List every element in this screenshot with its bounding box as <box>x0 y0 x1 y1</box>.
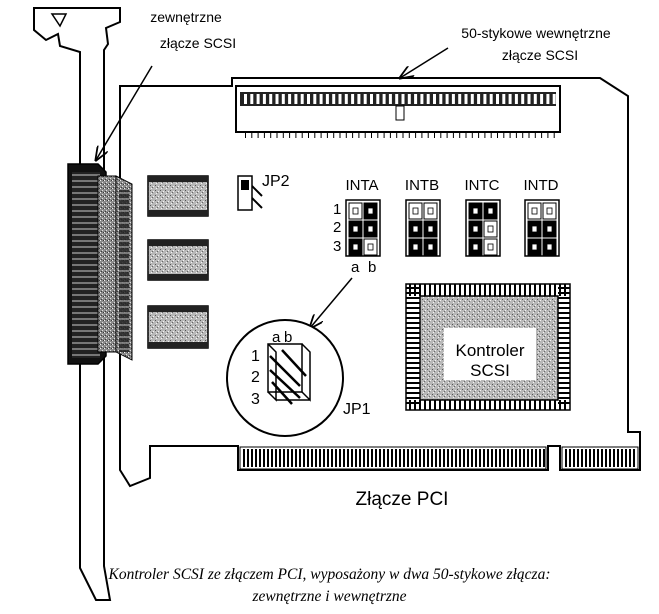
jp1-label: JP1 <box>343 401 371 418</box>
jp1-row-number: 3 <box>251 391 260 408</box>
int-header-label: INTB <box>405 177 439 194</box>
internal-scsi-connector <box>235 85 561 138</box>
int-header-intc: INTC <box>465 177 501 257</box>
jp2-jumper <box>237 175 263 211</box>
memory-chip <box>147 175 209 217</box>
int-header-label: INTA <box>345 177 378 194</box>
jp1-row-number: 1 <box>251 348 260 365</box>
memory-chip <box>147 239 209 281</box>
internal-connector-label: złącze SCSI <box>502 47 578 63</box>
controller-label: Kontroler <box>456 341 525 360</box>
scsi-controller-chip <box>405 283 571 411</box>
jp2-label: JP2 <box>262 173 290 190</box>
row-number: 3 <box>333 238 341 255</box>
row-number: 1 <box>333 201 341 218</box>
pci-edge-connector <box>239 446 639 470</box>
column-letter: b <box>368 259 376 276</box>
jp1-row-number: 2 <box>251 369 260 386</box>
internal-connector-arrow <box>400 47 449 78</box>
external-scsi-connector <box>67 163 133 365</box>
jp1-zoom-circle <box>226 319 344 437</box>
row-number: 2 <box>333 219 341 236</box>
figure-caption-line: Kontroler SCSI ze złączem PCI, wyposażon… <box>108 566 551 583</box>
pci-connector-label: Złącze PCI <box>356 489 449 510</box>
int-header-label: INTD <box>524 177 559 194</box>
external-connector-label: złącze SCSI <box>160 35 236 51</box>
jp1-pointer-arrow <box>310 277 353 328</box>
figure-caption-line: zewnętrzne i wewnętrzne <box>252 588 407 605</box>
jp1-column-letter: a <box>272 329 281 346</box>
int-header-intd: INTD <box>524 177 560 257</box>
internal-connector-label: 50-stykowe wewnętrzne <box>461 25 611 41</box>
controller-label: SCSI <box>470 361 510 380</box>
external-connector-arrow <box>96 65 153 160</box>
card-pcb <box>119 77 641 488</box>
memory-chip <box>147 305 209 349</box>
int-header-intb: INTB <box>405 177 441 257</box>
int-header-label: INTC <box>465 177 500 194</box>
jp1-column-letter: b <box>284 329 292 346</box>
column-letter: a <box>351 259 360 276</box>
int-header-inta: INTA <box>345 177 381 257</box>
external-connector-label: zewnętrzne <box>150 9 222 25</box>
